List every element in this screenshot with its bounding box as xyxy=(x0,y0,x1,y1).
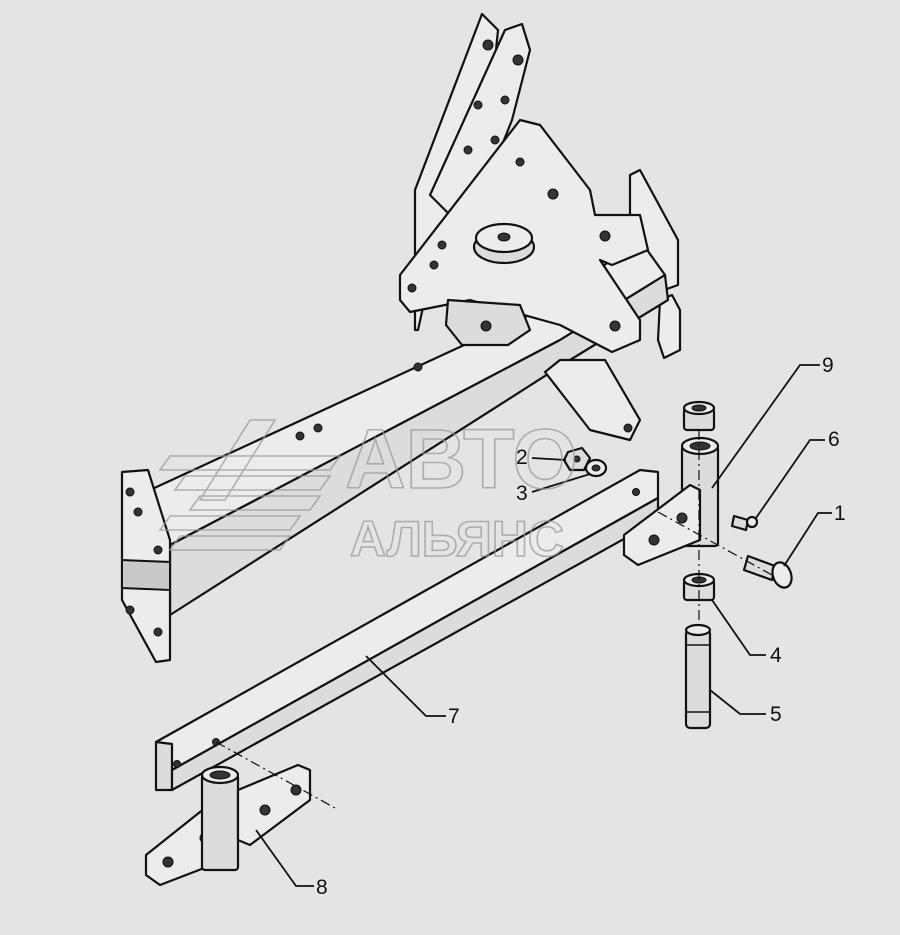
leader-2 xyxy=(531,457,567,461)
part-2-nut xyxy=(562,446,592,472)
watermark-logo-stripes xyxy=(158,419,342,551)
axis-line-8 xyxy=(215,741,336,809)
watermark-subtitle: АЛЬЯНС xyxy=(350,511,564,567)
support-web xyxy=(543,358,642,442)
part-5-pin xyxy=(684,623,712,730)
left-end-plate-gap xyxy=(121,558,171,592)
leader-1 xyxy=(783,512,832,567)
callout-6: 6 xyxy=(828,428,840,451)
callout-1: 1 xyxy=(834,502,846,525)
leader-4 xyxy=(711,599,766,656)
callout-7: 7 xyxy=(448,705,460,728)
watermark-title: АВТО xyxy=(345,412,578,506)
leader-3 xyxy=(531,473,591,493)
leader-9 xyxy=(711,364,820,489)
part-1-bolt xyxy=(742,554,793,589)
callout-8: 8 xyxy=(316,876,328,899)
callout-3: 3 xyxy=(516,482,528,505)
callout-4: 4 xyxy=(770,644,782,667)
right-mount-plate-lower xyxy=(656,293,682,360)
callout-9: 9 xyxy=(822,354,834,377)
leader-7 xyxy=(365,655,446,717)
leader-8 xyxy=(255,829,314,887)
axis-line-9 xyxy=(657,511,773,576)
part-8-bracket xyxy=(144,763,312,887)
frame-assembly xyxy=(120,12,682,664)
part-9-bracket xyxy=(622,436,720,567)
callout-2: 2 xyxy=(516,446,528,469)
leader-5 xyxy=(709,689,766,715)
callout-5: 5 xyxy=(770,703,782,726)
part-3-washer xyxy=(584,458,608,478)
watermark: АВТО АЛЬЯНС xyxy=(158,411,578,568)
leader-6 xyxy=(755,439,825,519)
part-6-grease-nipple xyxy=(730,514,759,532)
part-4-bushing-upper xyxy=(682,400,716,432)
